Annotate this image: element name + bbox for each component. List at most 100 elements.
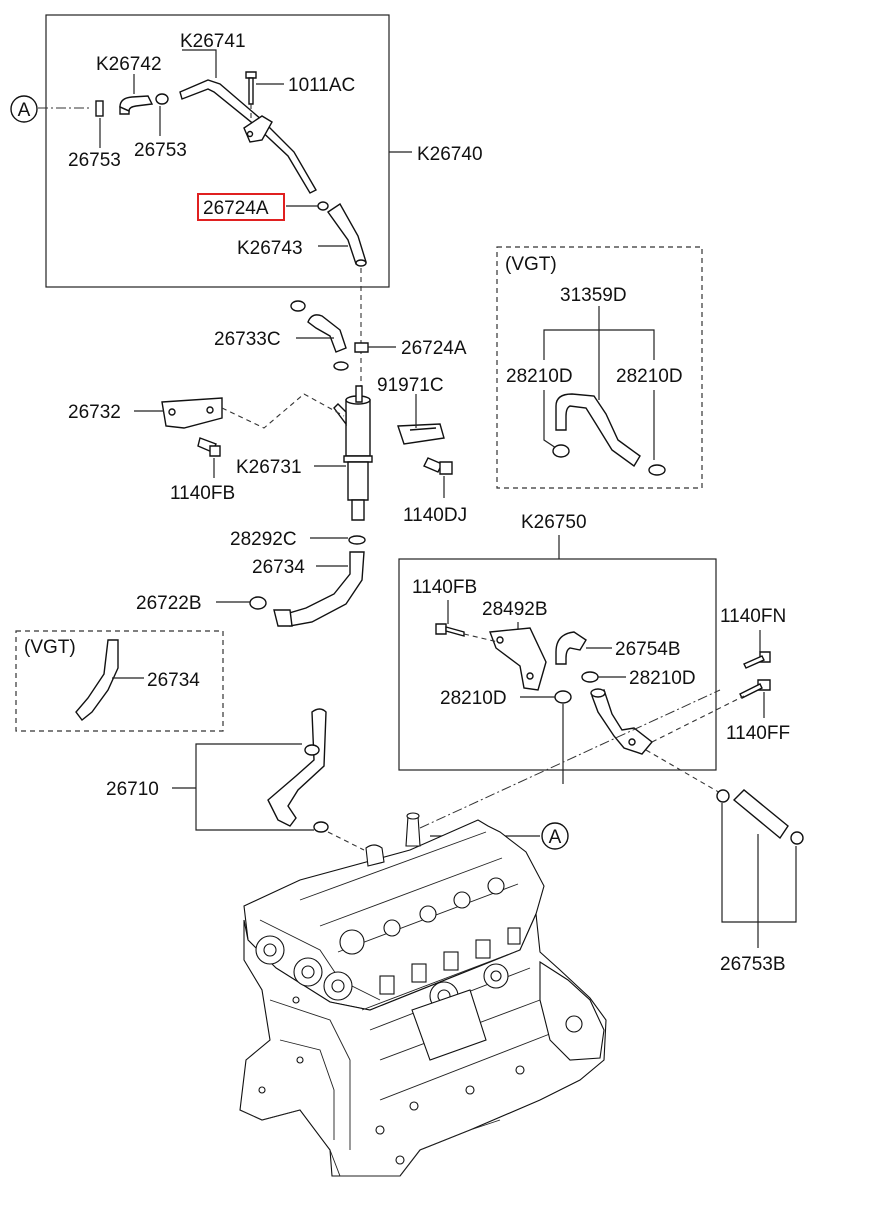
- hose-k26743: [327, 202, 367, 265]
- clamp-26722b: [249, 596, 267, 610]
- fitting-bolt-hole: [628, 738, 636, 746]
- label-26734-vgt: 26734: [147, 670, 200, 691]
- clamp-28292c: [348, 535, 366, 545]
- hose-26733c: [307, 314, 347, 353]
- label-26732: 26732: [68, 402, 121, 423]
- label-1011ac: 1011AC: [288, 75, 355, 96]
- leader-31359d-left: [543, 306, 600, 360]
- ref-a-left-letter: A: [18, 100, 31, 121]
- label-28210d-b: 28210D: [440, 688, 507, 709]
- separator-k26731-body: [345, 399, 371, 457]
- clamp-26724a-top: [317, 201, 329, 211]
- bolt-1011ac-head: [245, 71, 257, 79]
- ref-a-left: A: [10, 95, 38, 123]
- hose-26734-vgt: [75, 639, 119, 721]
- label-26753-left: 26753: [68, 150, 121, 171]
- separator-outlet: [351, 499, 365, 521]
- bolt-1140fb-right-axis: [463, 633, 499, 643]
- k26740-group-box: [45, 14, 390, 288]
- hose-31359d: [555, 393, 641, 468]
- vgt-right-box: [496, 246, 703, 489]
- label-26753b: 26753B: [720, 954, 786, 975]
- label-k26743: K26743: [237, 238, 303, 259]
- label-k26742: K26742: [96, 54, 162, 75]
- engine-block: [239, 812, 607, 1177]
- label-k26741: K26741: [180, 31, 246, 52]
- label-26724a-top-highlighted[interactable]: 26724A: [203, 198, 269, 219]
- label-28292c: 28292C: [230, 529, 297, 550]
- label-26733c: 26733C: [214, 329, 281, 350]
- hose-k26743-end: [355, 259, 367, 267]
- bracket-hole: [246, 130, 254, 138]
- connector-26710-engine: [327, 831, 365, 851]
- k26750-group-box: [398, 558, 717, 771]
- separator-lower: [347, 461, 369, 501]
- bracket-28492b-hole: [496, 636, 504, 644]
- clamp-26710-top: [304, 744, 320, 756]
- bolt-1140dj-nut: [439, 461, 453, 475]
- clamp-28210d-a: [581, 671, 599, 683]
- clamp-26753b-left: [716, 789, 730, 803]
- label-1140fb-left: 1140FB: [170, 483, 235, 504]
- hose-26734-end: [273, 609, 293, 627]
- label-1140ff: 1140FF: [726, 723, 790, 744]
- label-91971c: 91971C: [377, 375, 444, 396]
- separator-inlet: [355, 385, 363, 403]
- label-1140dj: 1140DJ: [403, 505, 467, 526]
- bracket-26732-hole: [168, 408, 176, 416]
- bolt-1140ff-shank: [739, 683, 763, 699]
- hose-26754b: [555, 631, 587, 665]
- label-28210d-a: 28210D: [629, 668, 696, 689]
- bolt-1140fb-left-nut: [209, 445, 221, 457]
- bolt-1140fn-shank: [743, 655, 765, 669]
- fitting-inlet: [590, 688, 606, 698]
- highlight-box-26724a: [197, 193, 285, 221]
- hose-26710: [267, 708, 327, 827]
- ref-a-right: A: [541, 822, 569, 850]
- bolt-1140ff-axis: [651, 695, 745, 743]
- label-28210d-vgt-left: 28210D: [506, 366, 573, 387]
- clamp-26733c-top: [290, 300, 306, 312]
- leader-31359d-right: [599, 329, 655, 360]
- label-26753-right: 26753: [134, 140, 187, 161]
- leader-26710-frame: [195, 743, 314, 831]
- hose-k26742-end: [119, 105, 130, 115]
- label-28210d-vgt-right: 28210D: [616, 366, 683, 387]
- clamp-26753b-right: [790, 831, 804, 845]
- clamp-28210d-vgt-left: [552, 444, 570, 458]
- ref-a-right-letter: A: [549, 827, 562, 848]
- label-k26731: K26731: [236, 457, 302, 478]
- bolt-1140fb-right-head: [435, 623, 447, 635]
- label-vgt-left: (VGT): [24, 637, 76, 658]
- label-26734-main: 26734: [252, 557, 305, 578]
- vgt-left-box: [15, 630, 224, 732]
- bracket-28492b-hole2: [526, 672, 534, 680]
- pipe-nipple-26753: [95, 100, 104, 117]
- clamp-28210d-b: [554, 690, 572, 704]
- label-vgt-right: (VGT): [505, 254, 557, 275]
- clamp-26710-bottom: [313, 821, 329, 833]
- bolt-1140fb-right-shank: [445, 626, 465, 637]
- label-1140fb-right: 1140FB: [412, 577, 477, 598]
- label-1140fn: 1140FN: [720, 606, 786, 627]
- label-26754b: 26754B: [615, 639, 681, 660]
- clamp-28210d-vgt-right: [648, 464, 666, 476]
- leader-28210d-vgt-left: [543, 390, 557, 449]
- separator-side-port: [333, 403, 347, 427]
- label-31359d: 31359D: [560, 285, 627, 306]
- hose-26753b: [732, 789, 789, 840]
- bracket-26732: [161, 397, 223, 429]
- pipe-k26741: [179, 79, 317, 194]
- clamp-26724a-mid: [354, 342, 369, 353]
- leader-k26741: [182, 49, 217, 78]
- bracket-91971c: [397, 423, 445, 445]
- label-k26740: K26740: [417, 144, 483, 165]
- bracket-91971c-detail: [409, 427, 437, 431]
- clamp-26753: [155, 93, 169, 105]
- bracket-26732-hole2: [206, 406, 214, 414]
- label-k26750: K26750: [521, 512, 587, 533]
- clamp-26733c: [333, 361, 349, 371]
- label-26724a-mid: 26724A: [401, 338, 467, 359]
